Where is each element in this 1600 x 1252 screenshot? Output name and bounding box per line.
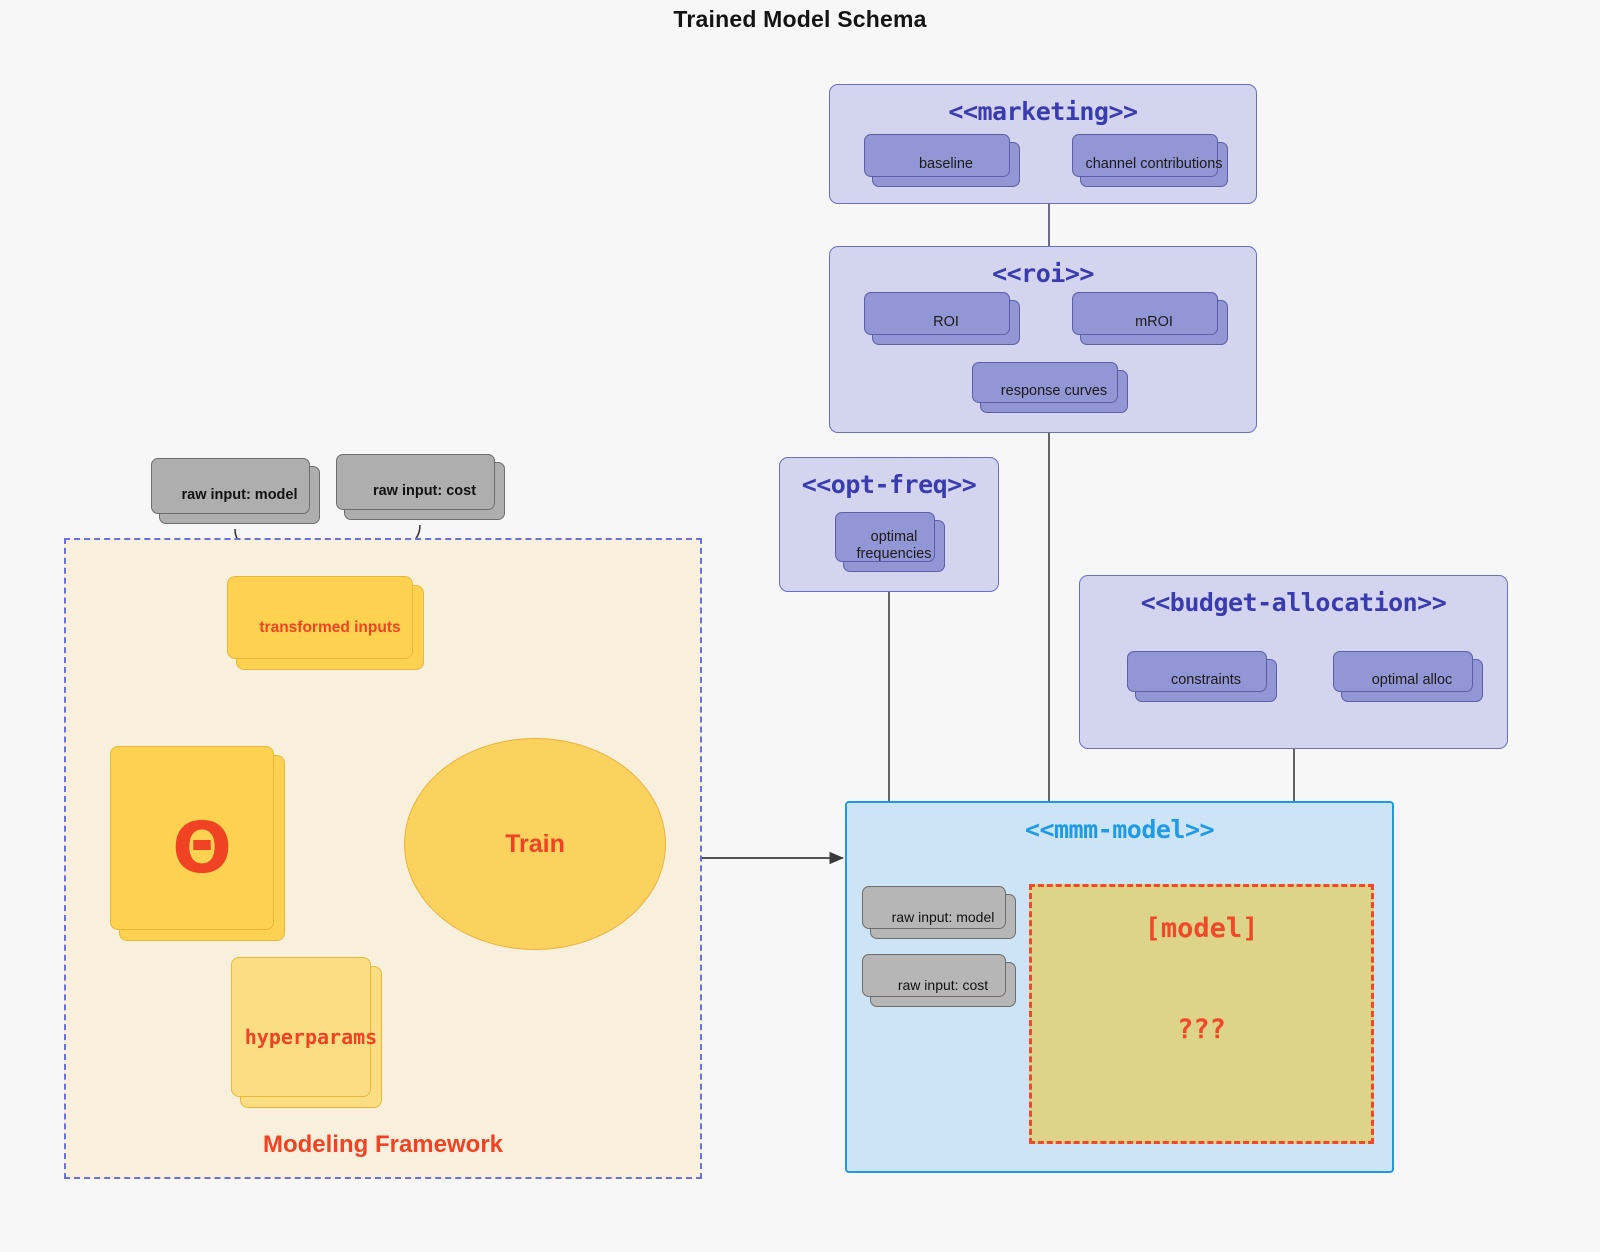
card-label: raw input: cost xyxy=(897,976,989,993)
modeling-framework-label: Modeling Framework xyxy=(262,1131,504,1158)
card-hyperparams[interactable]: hyperparams xyxy=(231,957,382,1108)
model-placeholder-question: ??? xyxy=(1177,1014,1226,1045)
theta-symbol: Θ xyxy=(172,807,232,889)
card-raw-input-cost[interactable]: raw input: cost xyxy=(336,454,505,520)
card-transformed-inputs[interactable]: transformed inputs xyxy=(227,576,424,670)
stereotype-mmm-model: <<mmm-model>> xyxy=(1024,815,1215,844)
card-label: optimal alloc xyxy=(1371,671,1453,688)
card-label: raw input: cost xyxy=(372,483,477,499)
card-raw-input-model[interactable]: raw input: model xyxy=(151,458,320,524)
card-label: baseline xyxy=(918,155,973,172)
card-label: hyperparams xyxy=(244,1025,378,1049)
group-opt-freq[interactable]: <<opt-freq>> optimal frequencies xyxy=(779,457,999,592)
card-mroi[interactable]: mROI xyxy=(1072,292,1228,345)
card-label: channel contributions xyxy=(1085,155,1223,172)
card-label: response curves xyxy=(1000,382,1108,399)
card-label: transformed inputs xyxy=(259,618,401,636)
card-label: mROI xyxy=(1135,313,1173,330)
card-constraints[interactable]: constraints xyxy=(1127,651,1277,702)
card-theta[interactable]: Θ xyxy=(110,746,285,941)
card-baseline[interactable]: baseline xyxy=(864,134,1020,187)
group-marketing[interactable]: <<marketing>> baseline channel contribut… xyxy=(829,84,1257,204)
card-label: raw input: model xyxy=(181,487,298,503)
card-label: ROI xyxy=(933,313,959,330)
card-label-line1: optimal xyxy=(870,528,918,545)
card-channel-contributions[interactable]: channel contributions xyxy=(1072,134,1228,187)
card-mmm-raw-input-model[interactable]: raw input: model xyxy=(862,886,1016,939)
card-label: raw input: model xyxy=(891,908,995,925)
stereotype-marketing: <<marketing>> xyxy=(948,97,1138,126)
card-response-curves[interactable]: response curves xyxy=(972,362,1128,413)
page-title: Trained Model Schema xyxy=(673,6,927,32)
train-node[interactable]: Train xyxy=(404,738,666,950)
model-placeholder-title: [model] xyxy=(1144,913,1259,944)
stereotype-opt-freq: <<opt-freq>> xyxy=(801,470,977,499)
card-label: constraints xyxy=(1170,671,1242,688)
card-roi[interactable]: ROI xyxy=(864,292,1020,345)
group-budget-allocation[interactable]: <<budget-allocation>> constraints optima… xyxy=(1079,575,1508,749)
card-label-line2: frequencies xyxy=(856,546,932,562)
stereotype-budget-allocation: <<budget-allocation>> xyxy=(1140,588,1447,617)
model-placeholder-box[interactable]: [model] ??? xyxy=(1029,884,1374,1144)
stereotype-roi: <<roi>> xyxy=(992,259,1094,288)
card-mmm-raw-input-cost[interactable]: raw input: cost xyxy=(862,954,1016,1007)
card-optimal-alloc[interactable]: optimal alloc xyxy=(1333,651,1483,702)
group-mmm-model[interactable]: <<mmm-model>> raw input: model raw input… xyxy=(845,801,1394,1173)
card-optimal-frequencies[interactable]: optimal frequencies xyxy=(835,512,945,572)
train-label: Train xyxy=(505,829,565,858)
group-roi[interactable]: <<roi>> ROI mROI response curves xyxy=(829,246,1257,433)
